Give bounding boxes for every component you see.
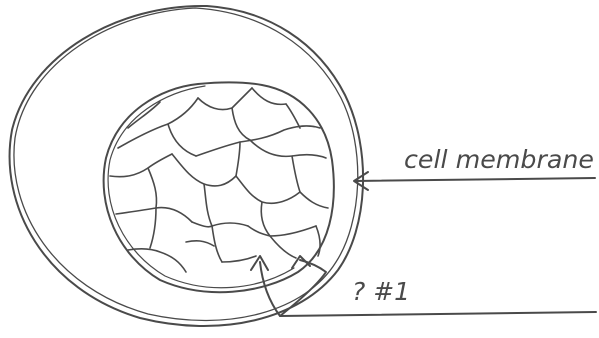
question-label: ? #1: [352, 277, 410, 306]
internal-network: [110, 88, 328, 272]
cell-membrane-label: cell membrane: [404, 145, 594, 174]
cell-membrane-pointer-line: [356, 178, 595, 181]
outer-cell-circle-retrace: [14, 8, 358, 321]
outer-cell-circle: [10, 6, 364, 326]
inner-body-outline-retrace: [108, 86, 294, 288]
